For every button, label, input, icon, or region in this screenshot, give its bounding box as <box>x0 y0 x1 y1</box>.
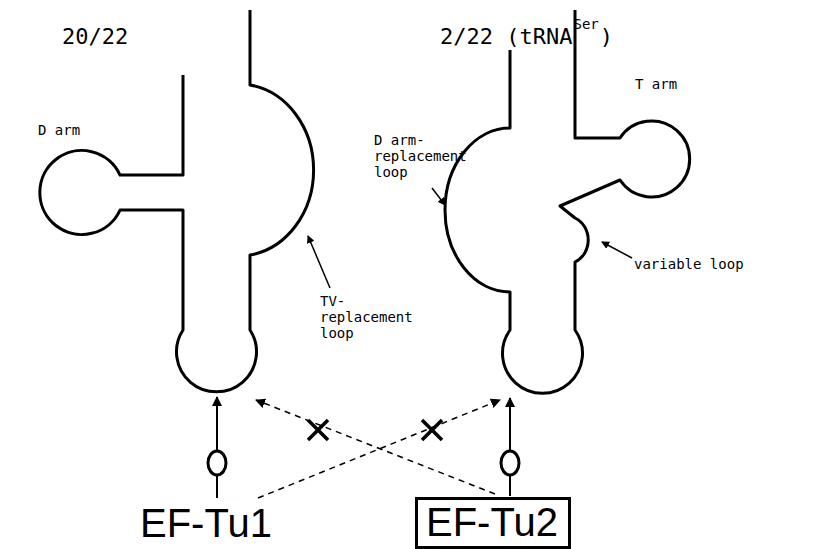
leader-arrow <box>308 236 330 288</box>
trna-title: ) <box>600 24 613 49</box>
trna-outline <box>40 10 314 392</box>
part-name: TV- replacement loop <box>320 293 421 341</box>
trna-title: 2/22 (tRNA <box>440 24 572 49</box>
factor-box: EF-Tu2 <box>415 497 571 549</box>
positive-mark <box>501 451 519 475</box>
part-name: variable loop <box>634 256 744 272</box>
trna-outline <box>445 10 690 393</box>
part-name: T arm <box>635 76 677 92</box>
no-binding-arrow <box>258 400 500 498</box>
cross-mark <box>308 420 328 440</box>
leader-arrow <box>602 242 632 258</box>
part-name: D arm <box>38 122 80 138</box>
no-binding-arrow <box>256 400 495 494</box>
superscript: Ser <box>573 16 598 32</box>
count-label: 20/22 <box>62 24 128 49</box>
leader-arrow <box>432 188 445 205</box>
positive-mark <box>208 451 226 475</box>
binding-arrow <box>509 398 511 496</box>
binding-arrow <box>216 397 218 498</box>
factor-name: EF-Tu2 <box>418 500 568 544</box>
part-name: D arm- replacement loop <box>374 132 475 180</box>
cross-mark <box>422 420 442 440</box>
factor-name: EF-Tu1 <box>140 500 272 546</box>
